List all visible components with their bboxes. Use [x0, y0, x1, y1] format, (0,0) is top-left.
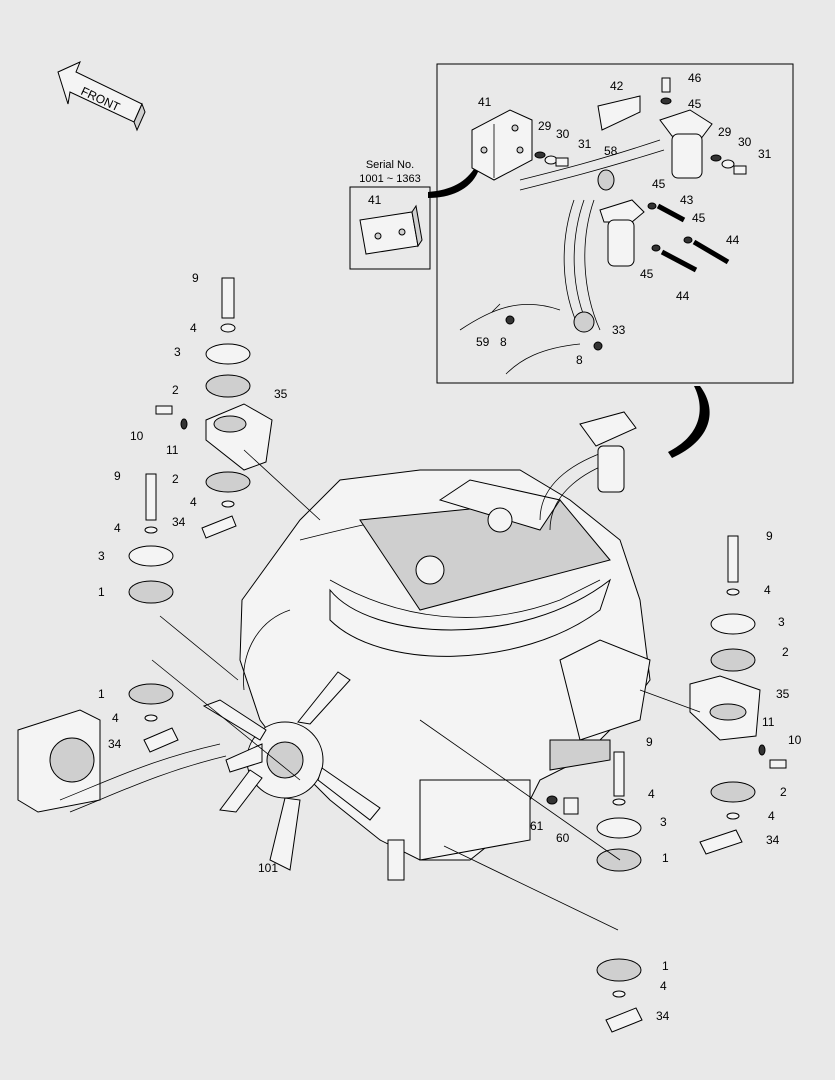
callout-10a: 10 [130, 429, 144, 443]
callout-41a: 41 [478, 95, 492, 109]
callout-45d: 45 [640, 267, 654, 281]
callout-wedge-top [428, 166, 478, 198]
mount-stack-left [128, 473, 179, 753]
callout-29a: 29 [538, 119, 552, 133]
mount-stack-bottom [596, 751, 643, 1033]
callout-10b: 10 [788, 733, 802, 747]
serial-range: 1001 ~ 1363 [359, 173, 420, 185]
cooling-fan [202, 671, 381, 871]
callout-4c: 4 [114, 521, 121, 535]
callout-4d: 4 [112, 711, 119, 725]
callout-2c: 2 [782, 645, 789, 659]
serial-variant-box: Serial No. 1001 ~ 1363 [349, 159, 431, 270]
callout-33: 33 [612, 323, 626, 337]
callout-4a: 4 [190, 321, 197, 335]
callout-4g: 4 [648, 787, 655, 801]
callout-43: 43 [680, 193, 694, 207]
inset-bracket [471, 109, 533, 181]
callout-35b: 35 [776, 687, 790, 701]
side-bracket-assembly [17, 709, 227, 813]
callout-3d: 3 [660, 815, 667, 829]
part-callouts: 9 4 3 2 35 10 11 9 2 4 34 4 3 1 1 4 34 9… [98, 271, 802, 1023]
detail-inset-frame [436, 63, 794, 384]
callout-42: 42 [610, 79, 624, 93]
inset-callouts: 41 41 42 46 45 29 30 31 29 30 31 58 45 4… [368, 71, 772, 367]
callout-59: 59 [476, 335, 490, 349]
callout-3a: 3 [174, 345, 181, 359]
inset-hardware [491, 77, 747, 351]
mount-stack-top-left [155, 277, 273, 539]
callout-30a: 30 [556, 127, 570, 141]
callout-44a: 44 [726, 233, 740, 247]
callout-31a: 31 [578, 137, 592, 151]
callout-35a: 35 [274, 387, 288, 401]
callout-41b: 41 [368, 193, 382, 207]
callout-1a: 1 [98, 585, 105, 599]
callout-11b: 11 [762, 715, 775, 729]
callout-45c: 45 [692, 211, 706, 225]
engine-assembly [239, 411, 651, 881]
callout-wedge-bottom [668, 386, 710, 458]
callout-3c: 3 [778, 615, 785, 629]
callout-58: 58 [604, 144, 618, 158]
callout-44b: 44 [676, 289, 690, 303]
callout-101: 101 [258, 861, 278, 875]
callout-4b: 4 [190, 495, 197, 509]
mount-stack-right [689, 535, 787, 855]
callout-9a: 9 [192, 271, 199, 285]
callout-1b: 1 [98, 687, 105, 701]
callout-4e: 4 [764, 583, 771, 597]
serial-label: Serial No. [366, 159, 414, 171]
callout-60: 60 [556, 831, 570, 845]
callout-9b: 9 [114, 469, 121, 483]
callout-9c: 9 [766, 529, 773, 543]
callout-11a: 11 [166, 443, 179, 457]
callout-45b: 45 [652, 177, 666, 191]
callout-61: 61 [530, 819, 544, 833]
leader-lines [151, 449, 701, 931]
front-arrow: FRONT [57, 61, 146, 132]
callout-1d: 1 [662, 959, 669, 973]
drain-plug-parts [546, 795, 579, 815]
callout-4h: 4 [660, 979, 667, 993]
callout-2a: 2 [172, 383, 179, 397]
callout-2d: 2 [780, 785, 787, 799]
callout-2b: 2 [172, 472, 179, 486]
callout-31b: 31 [758, 147, 772, 161]
callout-8a: 8 [500, 335, 507, 349]
callout-34d: 34 [656, 1009, 670, 1023]
callout-34c: 34 [766, 833, 780, 847]
callout-29b: 29 [718, 125, 732, 139]
callout-34b: 34 [108, 737, 122, 751]
inset-hoses [459, 139, 665, 375]
callout-45a: 45 [688, 97, 702, 111]
callout-3b: 3 [98, 549, 105, 563]
callout-30b: 30 [738, 135, 752, 149]
callout-4f: 4 [768, 809, 775, 823]
callout-1c: 1 [662, 851, 669, 865]
inset-fuel-filters [597, 95, 713, 267]
callout-46: 46 [688, 71, 702, 85]
callout-34a: 34 [172, 515, 186, 529]
callout-9d: 9 [646, 735, 653, 749]
callout-8b: 8 [576, 353, 583, 367]
